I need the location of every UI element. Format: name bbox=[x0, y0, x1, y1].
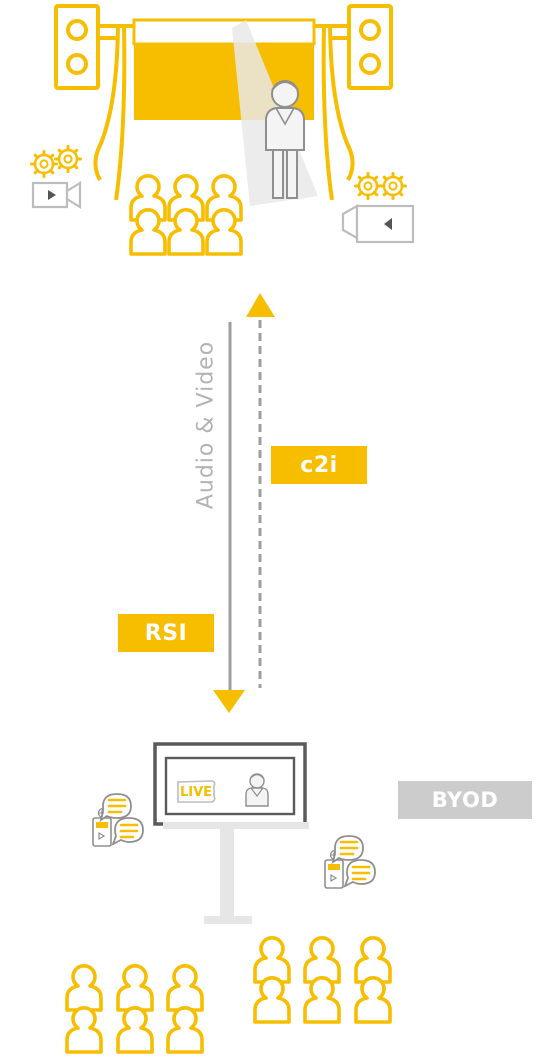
video-camera-icon-right bbox=[341, 172, 415, 244]
video-camera-icon-left bbox=[30, 145, 82, 209]
byod-label: BYOD bbox=[431, 788, 499, 812]
venue-stage bbox=[30, 4, 415, 256]
audience-icon-remote-left bbox=[65, 963, 204, 1054]
live-badge-icon bbox=[177, 780, 216, 803]
speaker-icon-left bbox=[54, 4, 100, 90]
presenter-icon bbox=[265, 80, 305, 199]
display-screen-icon bbox=[153, 742, 309, 924]
chat-bubble-icon-left bbox=[91, 792, 145, 848]
rsi-label: RSI bbox=[144, 620, 188, 646]
audience-icon-remote-right bbox=[253, 935, 392, 1024]
c2i-label: c2i bbox=[300, 452, 338, 478]
arrow-down-icon bbox=[213, 690, 245, 713]
speaker-icon-right bbox=[347, 4, 393, 90]
live-label: LIVE bbox=[179, 784, 213, 800]
arrow-up-icon bbox=[246, 293, 275, 317]
audience-icon-venue bbox=[129, 173, 243, 256]
presenter-icon-small bbox=[245, 773, 269, 807]
chat-bubble-icon-right bbox=[323, 834, 377, 890]
audio-video-label: Audio & Video bbox=[193, 340, 219, 510]
rsi-badge-bg bbox=[118, 614, 214, 652]
remote-audience bbox=[65, 742, 532, 1054]
c2i-badge-bg bbox=[271, 446, 367, 484]
transmission-link bbox=[118, 293, 367, 713]
byod-badge-bg bbox=[398, 781, 532, 819]
